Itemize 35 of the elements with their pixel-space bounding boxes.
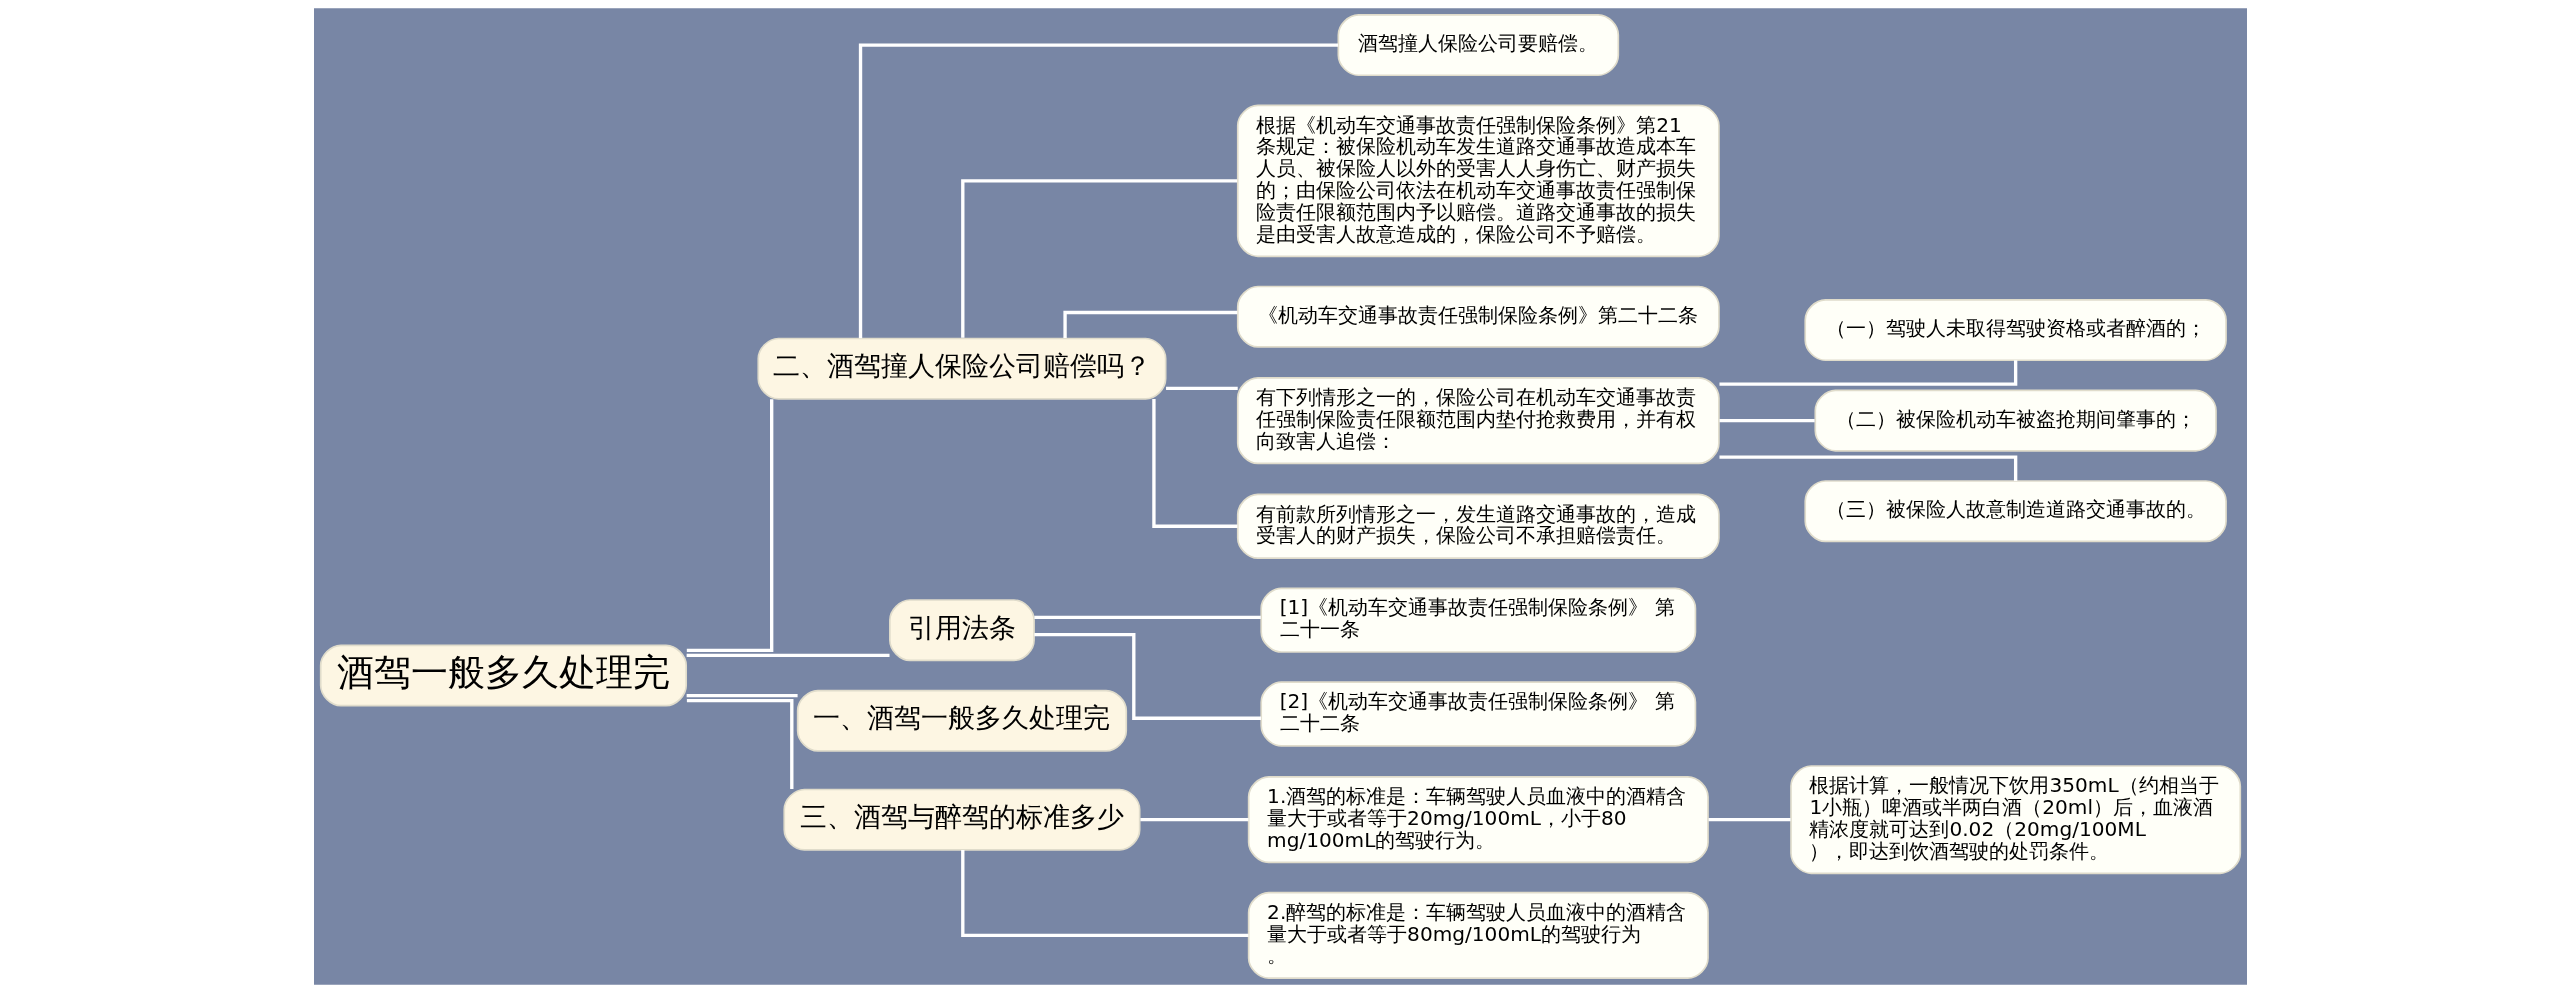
node-box: 一、酒驾一般多久处理完 <box>796 689 1127 752</box>
node-box: （二）被保险机动车被盗抢期间肇事的； <box>1813 389 2217 452</box>
connector <box>1718 455 2017 481</box>
node-box: 三、酒驾与醉驾的标准多少 <box>782 788 1140 851</box>
node-box: （一）驾驶人未取得驾驶资格或者醉酒的； <box>1803 299 2227 362</box>
node-box: 根据《机动车交通事故责任强制保险条例》第21条规定：被保险机动车发生道路交通事故造成本车人员、被保险人以外的受害人人身伤亡、财产损失的；由保险公司依法在机动车交通事故责任强制保险责任限额范围内予以赔偿。道路交通事故的损失是由受害人故意造成的，保险公司不予赔偿。 <box>1236 104 1720 258</box>
connector <box>1165 386 1238 391</box>
node-box: 引用法条 <box>888 599 1035 662</box>
node-box: 有前款所列情形之一，发生道路交通事故的，造成受害人的财产损失，保险公司不承担赔偿责任。 <box>1236 493 1720 559</box>
node-box: 1.酒驾的标准是：车辆驾驶人员血液中的酒精含量大于或者等于20mg/100mL，小于80mg/100mL的驾驶行为。 <box>1247 776 1709 864</box>
node-box: 根据计算，一般情况下饮用350mL（约相当于1小瓶）啤酒或半两白酒（20ml）后，血液酒精浓度就可达到0.02（20mg/100ML），即达到饮酒驾驶的处罚条件。 <box>1789 765 2241 875</box>
connector <box>1151 399 1237 528</box>
node-box: 酒驾撞人保险公司要赔偿。 <box>1337 14 1619 77</box>
connector <box>1062 310 1237 338</box>
connector <box>1708 817 1791 822</box>
node-box: 2.醉驾的标准是：车辆驾驶人员血液中的酒精含量大于或者等于80mg/100mL的驾驶行为。 <box>1247 891 1709 979</box>
node-box: [1]《机动车交通事故责任强制保险条例》 第二十一条 <box>1259 587 1696 653</box>
node-box: （三）被保险人故意制造道路交通事故的。 <box>1803 480 2227 543</box>
connector <box>960 850 1248 937</box>
connector <box>1033 633 1261 720</box>
connector <box>686 653 889 658</box>
node-box: 《机动车交通事故责任强制保险条例》第二十二条 <box>1236 285 1720 348</box>
connector <box>960 179 1237 338</box>
connector <box>1718 360 2017 386</box>
node-box: 有下列情形之一的，保险公司在机动车交通事故责任强制保险责任限额范围内垫付抢救费用，并有权向致害人追偿： <box>1236 377 1720 465</box>
node-box: 二、酒驾撞人保险公司赔偿吗？ <box>756 337 1166 400</box>
connector <box>686 698 793 789</box>
connector <box>686 693 798 698</box>
node-box: 酒驾一般多久处理完 <box>319 644 687 707</box>
connector <box>1033 615 1261 619</box>
connector <box>858 43 1338 339</box>
connector <box>1718 418 1815 423</box>
connector <box>1139 817 1248 822</box>
node-box: [2]《机动车交通事故责任强制保险条例》 第二十二条 <box>1259 681 1696 747</box>
connector <box>686 399 773 652</box>
